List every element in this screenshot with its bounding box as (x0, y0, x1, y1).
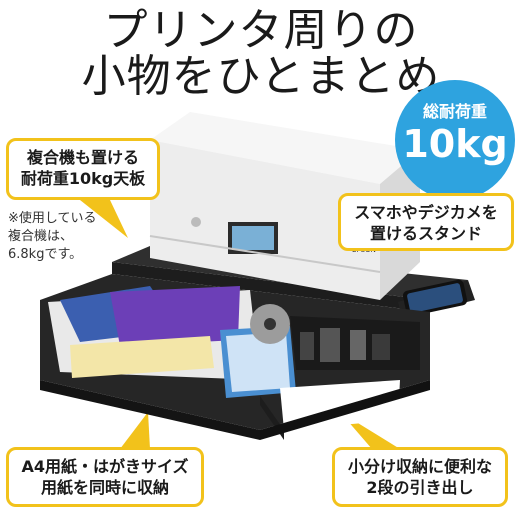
printer-front (150, 140, 380, 300)
weight-note-line2: 複合機は、 (8, 229, 74, 244)
weight-note-line3: 6.8kgです。 (8, 247, 83, 262)
headline-line-1: プリンタ周りの (103, 5, 419, 56)
callout-phone-stand-line2: 置けるスタンド (369, 224, 482, 243)
load-badge: 総耐荷重 10kg (395, 80, 515, 200)
callout-drawers: 小分け収納に便利な 2段の引き出し (332, 447, 508, 507)
printer-top (150, 112, 420, 184)
callout-phone-stand-line1: スマホやデジカメを (354, 203, 498, 222)
callout-phone-stand: スマホやデジカメを 置けるスタンド (338, 193, 514, 251)
load-badge-value: 10kg (402, 122, 508, 166)
callout-paper-storage: A4用紙・はがきサイズ 用紙を同時に収納 (6, 447, 204, 507)
paper-sheet-label (70, 336, 214, 378)
callout-top-plate-line1: 複合機も置ける (26, 148, 139, 167)
callout-drawers-line2: 2段の引き出し (366, 478, 474, 497)
headline-line-2: 小物をひとまとめ (81, 51, 441, 102)
callout-top-plate-line2: 耐荷重10kg天板 (20, 169, 146, 188)
callout-paper-storage-line2: 用紙を同時に収納 (40, 478, 169, 497)
weight-note-line1: ※使用している (8, 211, 97, 226)
load-badge-label: 総耐荷重 (422, 102, 487, 121)
callout-paper-storage-line1: A4用紙・はがきサイズ (21, 457, 189, 476)
weight-note: ※使用している 複合機は、 6.8kgです。 (8, 210, 97, 264)
pointer-top-left (80, 200, 128, 238)
callout-top-plate: 複合機も置ける 耐荷重10kg天板 (6, 138, 160, 200)
callout-drawers-line1: 小分け収納に便利な (347, 457, 492, 476)
pointer-bottom-left (120, 412, 150, 449)
